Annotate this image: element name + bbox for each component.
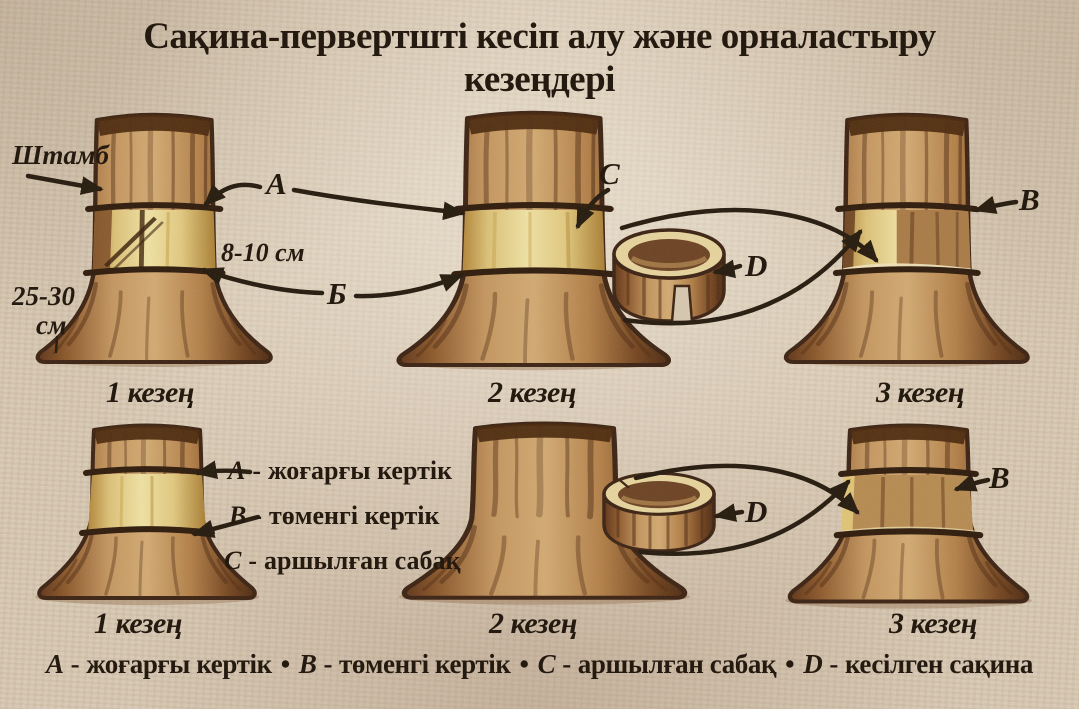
- footer-b-key: В: [298, 649, 317, 679]
- footer-b-dash: -: [323, 649, 333, 679]
- title-line-1: Сақина-первертшті кесіп алу және орналас…: [143, 16, 936, 57]
- marker-v-bottom: В: [989, 460, 1010, 495]
- footer-bullet-1: •: [280, 649, 290, 679]
- footer-legend: А-жоғарғы кертік•В-төменгі кертік•С-аршы…: [0, 649, 1079, 680]
- stage-label-bottom-3: 3 кезең: [889, 607, 977, 640]
- legend-item-c: С-аршылған сабақ: [224, 546, 460, 576]
- legend-c-dash: -: [248, 546, 258, 575]
- marker-d-top: D: [745, 248, 768, 283]
- footer-c-dash: -: [562, 649, 571, 679]
- footer-d-key: D: [803, 649, 823, 679]
- footer-a-dash: -: [70, 649, 80, 679]
- page-title: Сақина-первертшті кесіп алу және орналас…: [0, 16, 1079, 102]
- legend-a-key: А: [228, 456, 246, 485]
- footer-a-key: А: [46, 649, 64, 679]
- footer-d-dash: -: [829, 649, 838, 679]
- footer-a-desc: жоғарғы кертік: [86, 649, 272, 679]
- legend-item-a: А-жоғарғы кертік: [228, 456, 452, 486]
- footer-bullet-2: •: [519, 649, 529, 679]
- stage-label-top-1: 1 кезең: [106, 376, 194, 409]
- band-width-label: 8-10 см: [221, 238, 305, 267]
- footer-c-key: С: [537, 649, 556, 679]
- stage-label-top-3: 3 кезең: [876, 376, 964, 409]
- marker-c-top: С: [599, 156, 620, 191]
- legend-c-key: С: [224, 546, 242, 575]
- legend-a-desc: жоғарғы кертік: [268, 456, 453, 485]
- legend-b-key: В: [229, 501, 247, 530]
- legend-b-desc: төменгі кертік: [269, 501, 440, 530]
- legend-a-dash: -: [252, 456, 262, 485]
- legend-c-desc: аршылған сабақ: [264, 546, 461, 575]
- footer-b-desc: төменгі кертік: [339, 649, 511, 679]
- stage-label-top-2: 2 кезең: [488, 376, 576, 409]
- marker-v-top: В: [1019, 182, 1040, 217]
- stage-label-bottom-2: 2 кезең: [489, 607, 577, 640]
- marker-a-top: А: [266, 166, 287, 201]
- legend-item-b: В-төменгі кертік: [229, 501, 440, 531]
- height-measure-label-2: см: [36, 310, 67, 340]
- marker-d-bottom: D: [745, 494, 768, 529]
- height-measure-label-1: 25-30: [12, 281, 75, 311]
- marker-b-top: Б: [327, 276, 347, 311]
- footer-c-desc: аршылған сабақ: [577, 649, 777, 679]
- stage-label-bottom-1: 1 кезең: [94, 607, 182, 640]
- shtamb-label: Штамб: [12, 140, 109, 170]
- title-line-2: кезеңдері: [464, 58, 615, 100]
- footer-bullet-3: •: [785, 649, 795, 679]
- legend-b-dash: -: [253, 501, 263, 530]
- footer-d-desc: кесілген сақина: [844, 649, 1033, 679]
